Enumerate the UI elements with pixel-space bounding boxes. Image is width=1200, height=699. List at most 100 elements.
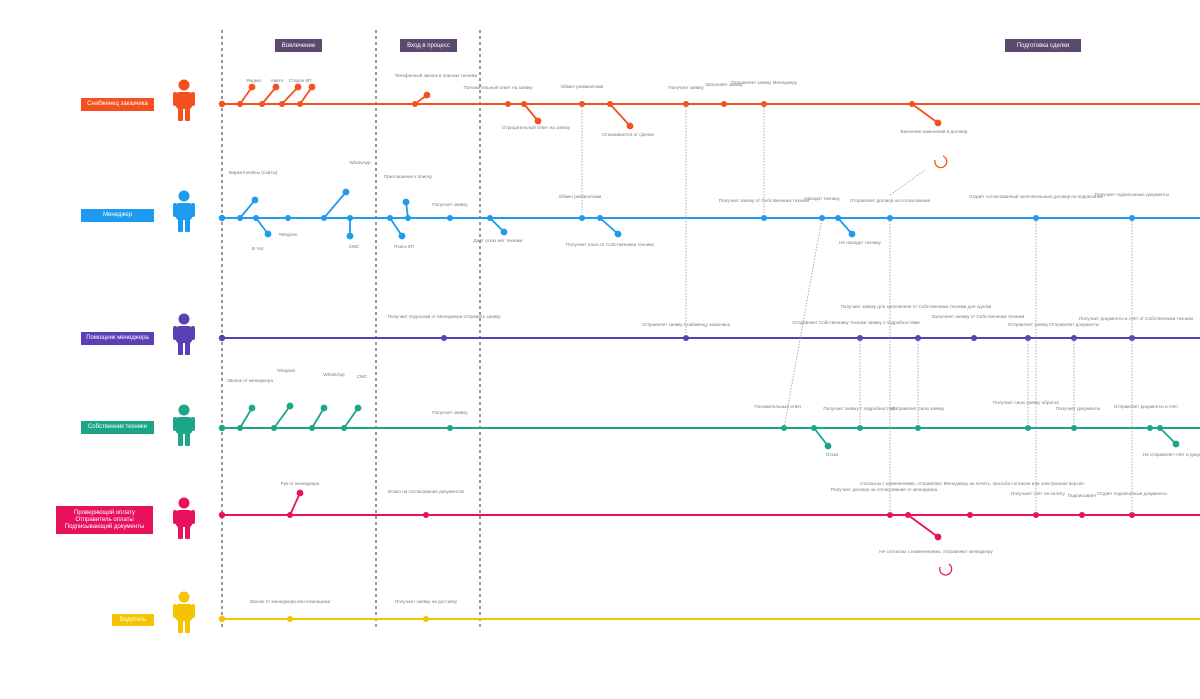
event-dot [251,196,259,204]
event-dot [346,232,354,240]
person-icon [176,203,192,220]
flow-connector [889,169,926,196]
event-dot [934,533,942,541]
event-label: Получает заявку [432,202,468,207]
event-connector [239,407,253,429]
person-icon [178,619,183,633]
lane-start-dot [218,334,226,342]
person-icon [176,510,192,527]
event-dot [857,425,863,431]
event-label: Отправляет документы и счёт [1114,404,1179,409]
event-label: Обмен реквизитами [559,194,602,199]
person-icon [178,190,190,202]
event-connector [239,199,256,219]
event-dot [819,215,825,221]
role-label-payment-checker: Проверяющий оплату Отправитель оплаты По… [56,506,153,534]
event-connector [311,407,325,429]
person-icon [173,510,177,524]
event-dot [285,215,291,221]
event-dot [447,215,453,221]
event-dot [398,232,406,240]
event-label: Внесение изменений в договор [901,128,968,134]
flow-connector [783,217,823,429]
event-dot [447,425,453,431]
role-label-equipment-owner: Собственник техники [81,421,154,434]
person-icon [191,203,195,217]
role-label-customer-buyer: Снабженец заказчика [81,98,154,111]
event-connector [837,217,853,235]
event-dot [272,83,280,91]
event-label: Не согласны с изменениями, отправляют ме… [879,549,993,554]
event-dot [354,404,362,412]
event-connector [523,103,539,122]
event-label: СМС [349,244,360,249]
event-label: WhatsApp [349,160,371,165]
role-label-manager: Менеджер [81,209,154,222]
event-dot [934,119,942,127]
person-icon [178,432,183,446]
event-label: В Чат [252,246,265,251]
event-label: Искал на согласовании документов [388,489,464,494]
event-label: Telegram [277,368,296,373]
event-label: Отправляет заявку [1008,322,1049,327]
event-label: Авито [271,78,284,83]
event-label: Приглашение к поиску [384,174,433,179]
event-label: Обмен реквизитами [561,84,604,89]
person-icon [178,341,183,355]
event-label: Положительный ответ на заявку [464,84,534,90]
event-label: Получает подписанные документы [1095,192,1169,197]
event-label: Получает свою заявку обратно [993,400,1059,405]
event-label: Согласны с изменениями, отправляют Менед… [860,481,1084,486]
event-label: Отказывается от сделки [602,132,654,137]
person-icon [185,432,190,446]
event-label: Звонок от менеджера или помощника [250,599,331,604]
event-label: Заполняет заявку [705,82,743,87]
person-icon [185,525,190,539]
event-connector [289,492,301,516]
person-icon [191,92,195,106]
person-icon [185,218,190,232]
event-dot [614,230,622,238]
role-label-driver: Водитель [112,614,154,626]
role-label-assistant-manager: Помощник менеджера [81,332,154,345]
person-icon [185,341,190,355]
event-dot [500,228,508,236]
event-label: Заполняет заявку от Собственника техники [932,314,1025,319]
event-label: Получает отказ от Собственника техники [566,242,654,247]
event-dot [683,335,689,341]
person-icon [191,604,195,618]
event-dot [887,512,893,518]
event-label: Яндекс [246,78,262,83]
person-icon [178,79,190,91]
lane-start-dot [218,424,226,432]
event-label: Находит технику [804,196,840,201]
phase-engagement: Вовлечение [275,39,322,52]
event-dot [721,101,727,107]
event-label: Получает заявку для заполнения от Собств… [841,304,992,309]
event-label: Положительный ответ [754,403,802,409]
event-label: Отрицательный ответ на заявку [502,124,571,130]
event-dot [1033,512,1039,518]
person-icon [173,417,177,431]
event-dot [286,402,294,410]
person-icon [178,525,183,539]
event-dot [423,616,429,622]
event-label: Получает документы и счёт от Собственник… [1079,316,1193,321]
event-label: Телефонный звонок в поисках техники [395,72,478,78]
person-icon [176,604,192,621]
event-dot [320,404,328,412]
event-connector [813,427,829,447]
event-label: Звонок от менеджера [227,378,273,383]
event-dot [848,230,856,238]
event-dot [579,215,585,221]
person-icon [178,404,190,416]
event-label: Даёт отказ нет техники [474,238,523,243]
event-label: Получает документы [1056,406,1101,411]
event-dot [296,489,304,497]
person-icon [176,417,192,434]
event-label: Отдаёт подписанные документы [1097,491,1167,496]
event-dot [441,335,447,341]
event-connector [261,86,277,105]
event-label: Отдаёт согласованный окончательный догов… [969,193,1103,199]
